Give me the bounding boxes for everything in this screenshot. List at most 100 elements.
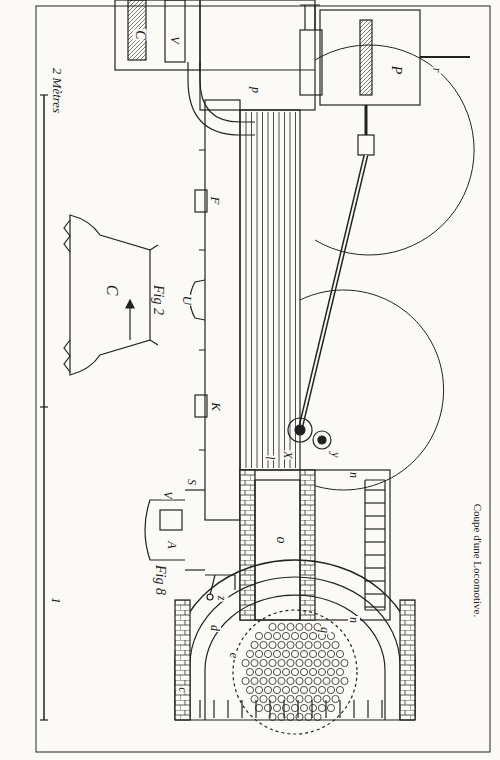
tube-end — [300, 668, 307, 675]
tube-end — [296, 659, 303, 666]
stroke — [365, 541, 385, 542]
tube-end — [282, 650, 289, 657]
tube-end — [269, 623, 276, 630]
part-letter: o — [273, 536, 287, 545]
tube-end — [300, 686, 307, 693]
tube-end — [287, 713, 294, 720]
stroke — [257, 112, 258, 468]
tube-end — [305, 659, 312, 666]
tube-end — [278, 713, 285, 720]
tube-end — [278, 623, 285, 630]
part-letter: l — [264, 455, 276, 460]
tube-end — [255, 668, 262, 675]
stroke — [262, 112, 263, 468]
part-letter: X — [282, 450, 294, 459]
stroke — [339, 700, 340, 718]
part-letter: S — [186, 478, 198, 486]
tube-end — [255, 632, 262, 639]
tube-end — [309, 686, 316, 693]
tube-end — [255, 650, 262, 657]
tube-end — [300, 632, 307, 639]
tube-end — [318, 686, 325, 693]
tube-end — [282, 686, 289, 693]
tube-end — [255, 686, 262, 693]
tube-end — [260, 641, 267, 648]
tube-end — [296, 623, 303, 630]
tube-end — [291, 686, 298, 693]
part-letter: A — [166, 540, 178, 549]
tube-end — [287, 623, 294, 630]
stroke — [367, 700, 368, 718]
tube-end — [309, 632, 316, 639]
tube-end — [269, 641, 276, 648]
stroke — [273, 112, 274, 468]
tube-end — [296, 713, 303, 720]
figure-label: Fig 8 — [153, 564, 167, 596]
tube-end — [260, 677, 267, 684]
stroke — [199, 700, 200, 718]
stroke — [284, 112, 285, 468]
tube-end — [318, 704, 325, 711]
tube-end — [296, 641, 303, 648]
tube-end — [305, 641, 312, 648]
tube-end — [264, 704, 271, 711]
stroke — [213, 700, 214, 718]
tube-end — [332, 677, 339, 684]
stroke — [365, 554, 385, 555]
stroke — [365, 489, 385, 490]
tube-end — [327, 650, 334, 657]
stroke — [241, 700, 242, 718]
tube-end — [273, 704, 280, 711]
tube-end — [273, 632, 280, 639]
tube-end — [255, 704, 262, 711]
part-letter: z — [216, 595, 228, 602]
stroke — [279, 112, 280, 468]
part-letter: F — [209, 195, 222, 205]
tube-end — [314, 713, 321, 720]
tube-end — [264, 650, 271, 657]
figure-label: Fig 2 — [151, 284, 165, 316]
part-letter: K — [209, 401, 222, 412]
tube-end — [327, 686, 334, 693]
tube-end — [278, 641, 285, 648]
tube-end — [291, 650, 298, 657]
stroke — [381, 700, 382, 718]
tube-end — [251, 659, 258, 666]
tube-end — [336, 650, 343, 657]
stroke — [365, 567, 385, 568]
part-letter: n — [348, 471, 360, 479]
tube-end — [305, 713, 312, 720]
part-letter: C — [104, 284, 120, 297]
tube-end — [278, 659, 285, 666]
tube-end — [246, 668, 253, 675]
tube-end — [327, 668, 334, 675]
tube-end — [332, 695, 339, 702]
tube-end — [323, 641, 330, 648]
scale-label: 2 Mètres — [52, 66, 65, 113]
tube-end — [318, 668, 325, 675]
tube-end — [273, 668, 280, 675]
tube-end — [296, 695, 303, 702]
tube-end — [287, 659, 294, 666]
stroke — [365, 502, 385, 503]
stroke — [227, 700, 228, 718]
tube-end — [269, 695, 276, 702]
tube-end — [246, 686, 253, 693]
tube-end — [336, 668, 343, 675]
tube-end — [314, 641, 321, 648]
stroke — [365, 515, 385, 516]
tube-end — [309, 650, 316, 657]
tube-end — [246, 650, 253, 657]
tube-end — [269, 713, 276, 720]
part-letter: n — [348, 616, 360, 624]
tube-end — [305, 677, 312, 684]
tube-end — [278, 677, 285, 684]
stroke — [295, 112, 296, 468]
tube-end — [309, 704, 316, 711]
tube-end — [336, 686, 343, 693]
tube-end — [323, 659, 330, 666]
tube-end — [251, 677, 258, 684]
tube-end — [332, 641, 339, 648]
